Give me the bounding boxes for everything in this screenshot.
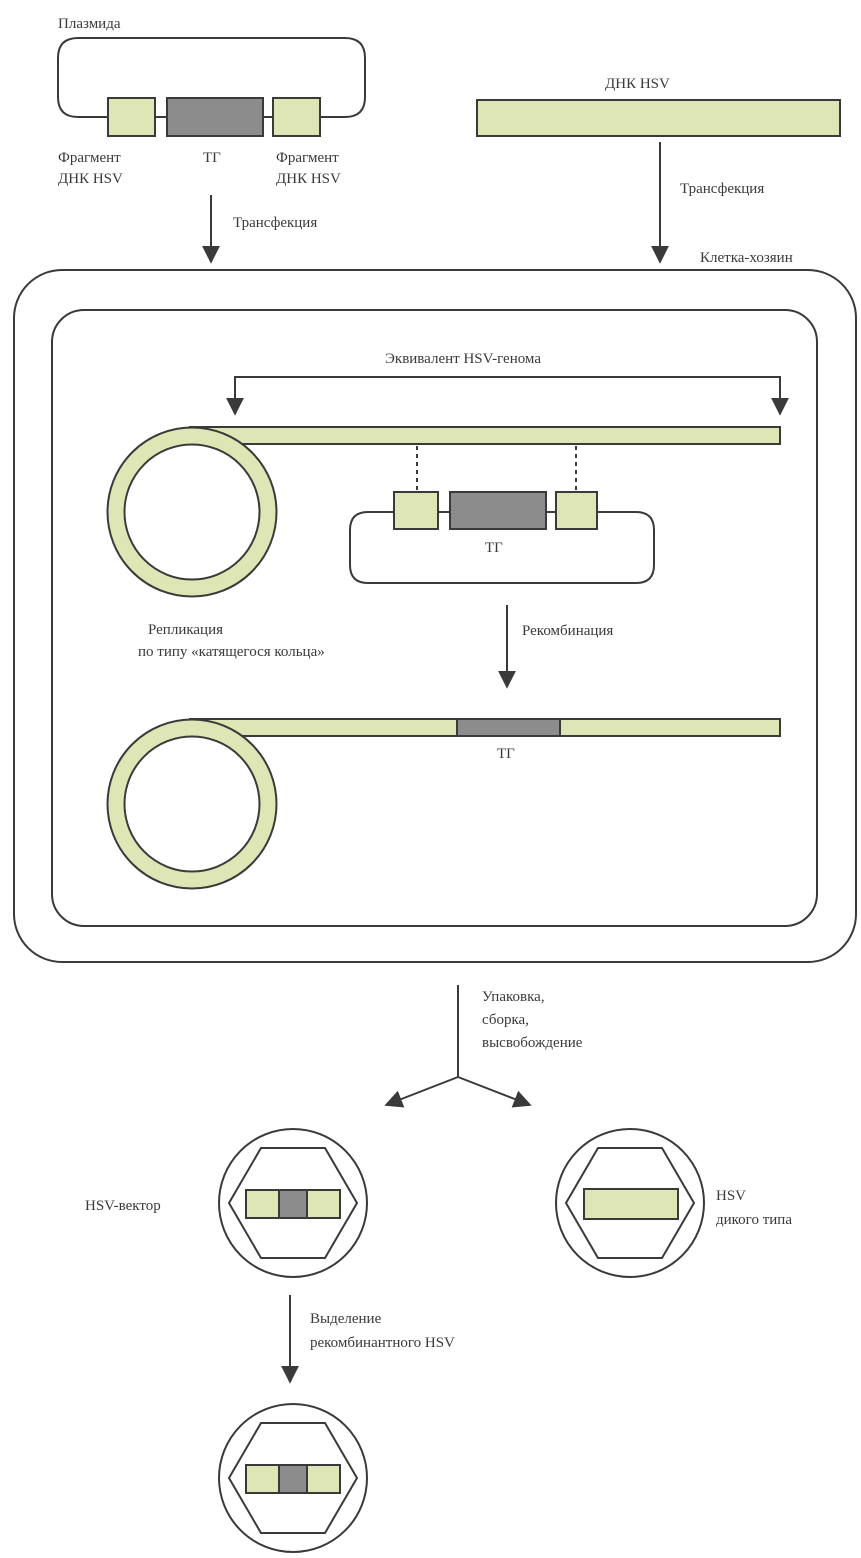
genome-bracket-top xyxy=(234,376,781,412)
plasmid-hsv-fragment-right xyxy=(272,97,321,137)
packaging-arrow-left xyxy=(384,1076,459,1108)
plasmid-hsv-fragment-left xyxy=(107,97,156,137)
inner-plasmid-backbone xyxy=(349,511,655,584)
hsv-vector-genome-tg xyxy=(278,1189,308,1219)
fragment-right-label-1: Фрагмент xyxy=(276,150,339,166)
wild-type-label-1: HSV xyxy=(716,1188,746,1204)
recombinant-genome-left xyxy=(245,1464,280,1494)
plasmid-transgene xyxy=(166,97,264,137)
hsv-vector-genome-left xyxy=(245,1189,280,1219)
transfection-right-label: Трансфекция xyxy=(680,181,764,197)
recombinant-genome-tg xyxy=(278,1464,308,1494)
recombinant-capsid xyxy=(227,1422,359,1534)
recombination-label: Рекомбинация xyxy=(522,623,613,639)
wild-type-particle xyxy=(555,1128,705,1278)
isolation-label-1: Выделение xyxy=(310,1311,382,1327)
hsv-vector-envelope xyxy=(218,1128,368,1278)
wild-type-envelope xyxy=(555,1128,705,1278)
hsv-vector-capsid xyxy=(227,1147,359,1259)
inner-plasmid-transgene xyxy=(449,491,547,530)
recombined-transgene xyxy=(456,718,561,737)
plasmid-group: Плазмида Фрагмент ДНК HSV ТГ Фрагмент ДН… xyxy=(57,16,366,187)
replication-label-1: Репликация xyxy=(148,622,223,638)
hsv-dna-label: ДНК HSV xyxy=(605,76,670,92)
hsv-dna-bar xyxy=(476,99,841,137)
recombinant-genome-right xyxy=(306,1464,341,1494)
isolation-label-2: рекомбинантного HSV xyxy=(310,1335,455,1351)
hsv-vector-label: HSV-вектор xyxy=(85,1198,161,1214)
fragment-right-label-2: ДНК HSV xyxy=(276,171,341,187)
plasmid-label: Плазмида xyxy=(58,16,121,32)
inner-plasmid-group: ТГ xyxy=(349,491,655,584)
host-cell-nucleus xyxy=(51,309,818,927)
inner-plasmid-tg-label: ТГ xyxy=(485,540,503,556)
host-cell-label: Клетка-хозяин xyxy=(700,250,793,266)
recombined-tg-label: ТГ xyxy=(497,746,515,762)
packaging-label-3: высвобождение xyxy=(482,1035,583,1051)
fragment-left-label-1: Фрагмент xyxy=(58,150,121,166)
plasmid-backbone xyxy=(57,37,366,118)
recombinant-hsv-particle xyxy=(218,1403,368,1553)
packaging-arrow-right xyxy=(457,1076,532,1108)
rolling-circle-upper-fill xyxy=(108,428,276,596)
genome-linear-strand-upper xyxy=(189,426,781,445)
inner-plasmid-hsv-fragment-left xyxy=(393,491,439,530)
wild-type-capsid xyxy=(564,1147,696,1259)
transfection-left-label: Трансфекция xyxy=(233,215,317,231)
fragment-left-label-2: ДНК HSV xyxy=(58,171,123,187)
hsv-vector-particle xyxy=(218,1128,368,1278)
hsv-vector-genome-right xyxy=(306,1189,341,1219)
genome-equivalent-label: Эквивалент HSV-генома xyxy=(385,351,541,367)
wild-type-genome xyxy=(583,1188,679,1220)
plasmid-tg-label: ТГ xyxy=(203,150,221,166)
replication-label-2: по типу «катящегося кольца» xyxy=(138,644,325,660)
packaging-label-1: Упаковка, xyxy=(482,989,545,1005)
inner-plasmid-hsv-fragment-right xyxy=(555,491,598,530)
rolling-circle-lower-fill xyxy=(108,720,276,888)
wild-type-label-2: дикого типа xyxy=(716,1212,792,1228)
recombinant-envelope xyxy=(218,1403,368,1553)
host-cell-outer xyxy=(13,269,857,963)
packaging-label-2: сборка, xyxy=(482,1012,529,1028)
